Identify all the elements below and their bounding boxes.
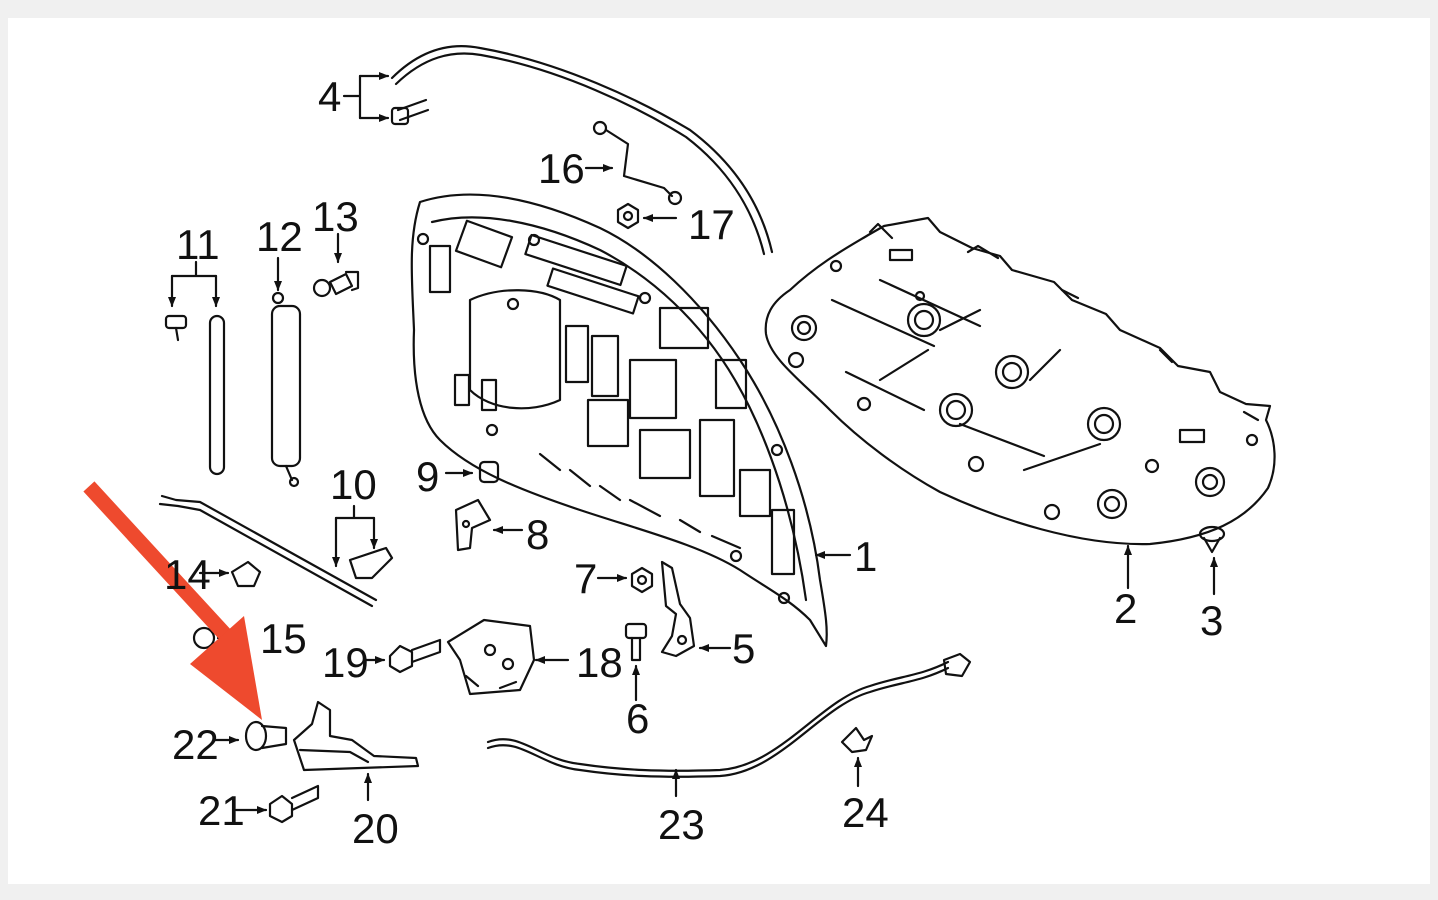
bracket-20 [292,700,420,772]
support-strut-11 [164,314,226,476]
release-rod [592,120,683,206]
callout-20: 20 [352,805,399,852]
callout-12: 12 [256,213,303,260]
prop-rod-10 [158,494,378,608]
leader-4 [342,72,390,122]
callout-13: 13 [312,193,359,240]
clip-14 [230,560,262,588]
nut-17 [616,202,640,230]
callout-23: 23 [658,801,705,848]
hood-insulator [764,216,1276,546]
latch-18 [446,618,536,696]
bracket-5 [660,560,696,658]
bumper-9 [478,460,500,484]
bolt-19 [388,638,442,674]
callout-24: 24 [842,789,889,836]
nut-7 [630,566,654,594]
leader-11 [168,260,220,308]
push-pin-22 [244,720,288,752]
bolt-21 [268,784,320,824]
hood-inner-panel [410,193,828,648]
callout-2: 2 [1114,585,1138,632]
callout-15: 15 [260,615,307,662]
callout-4: 4 [318,73,342,120]
callout-9: 9 [416,453,440,500]
hood-seal-strip [390,45,774,256]
clip-10 [348,546,394,580]
callout-6: 6 [626,695,650,742]
clip-24 [840,726,874,754]
callout-8: 8 [526,511,550,558]
callout-11: 11 [176,221,220,268]
callout-22: 22 [172,721,219,768]
callout-5: 5 [732,625,756,672]
callout-21: 21 [198,787,245,834]
gas-strut-12 [270,291,302,488]
parts-diagram [83,45,1276,824]
callout-14: 14 [164,551,211,598]
callout-16: 16 [538,145,585,192]
callout-3: 3 [1200,597,1224,644]
diagram-canvas: 1 2 3 4 5 6 7 8 9 10 11 12 13 14 15 16 1… [8,18,1430,884]
push-clip-3 [1198,525,1226,554]
highlight-arrow [83,481,262,720]
callout-1: 1 [854,533,878,580]
callout-10: 10 [330,461,377,508]
callout-7: 7 [574,555,598,602]
callout-17: 17 [688,201,735,248]
bracket-8 [454,498,492,552]
bolt-6 [624,622,648,662]
leader-10 [332,504,378,568]
release-cable-23 [486,652,972,778]
callout-19: 19 [322,639,369,686]
grommet-15 [192,626,216,650]
callout-18: 18 [576,639,623,686]
ball-stud-13 [312,270,360,298]
bolt-4 [390,98,430,126]
